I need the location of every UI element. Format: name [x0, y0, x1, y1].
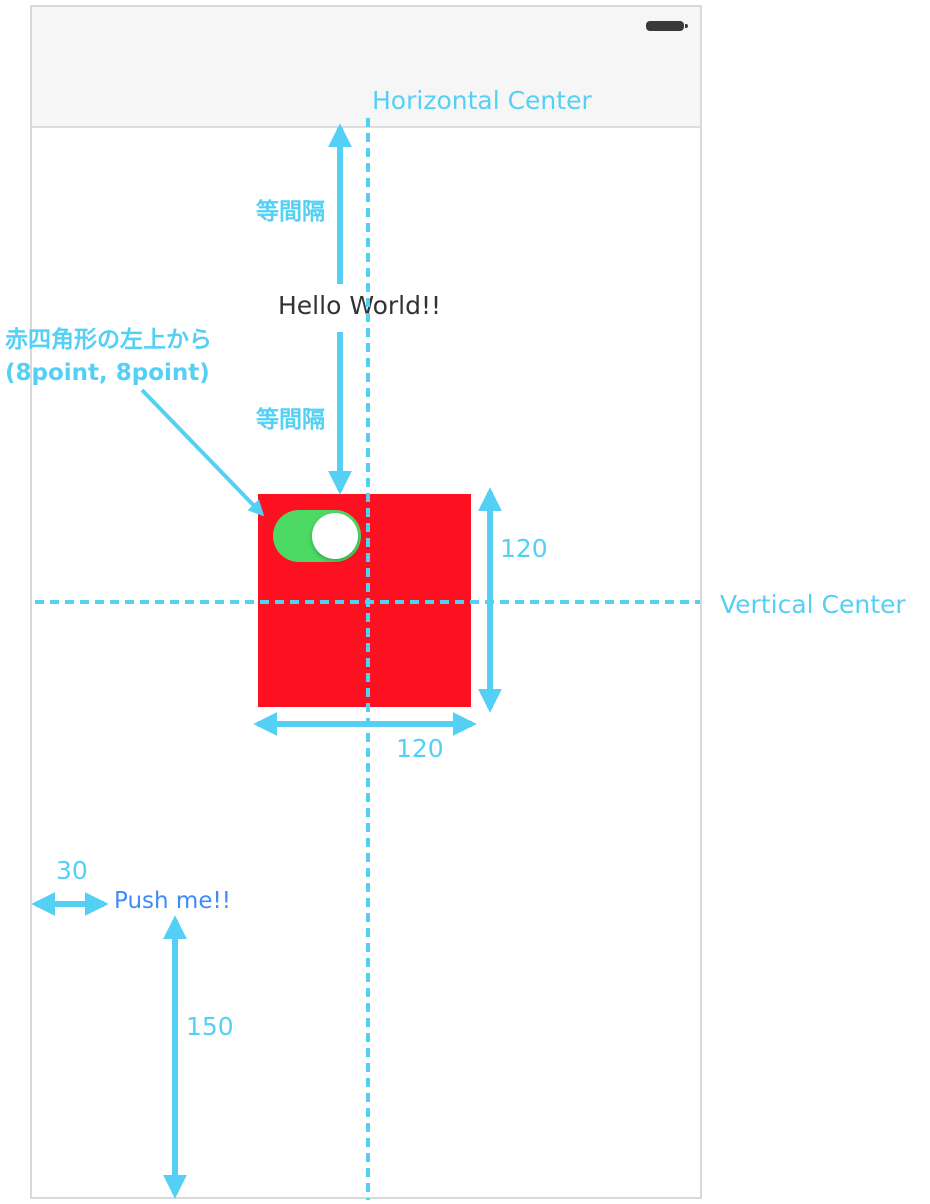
toggle-offset-label-line2: (8point, 8point) — [5, 360, 210, 386]
square-width-label: 120 — [396, 734, 444, 763]
hello-label: Hello World!! — [278, 291, 442, 320]
toggle-knob — [312, 513, 358, 559]
toggle-offset-label-line1: 赤四角形の左上から — [5, 327, 212, 353]
red-square-view — [258, 494, 471, 707]
vertical-center-label: Vertical Center — [720, 590, 906, 619]
push-me-button[interactable]: Push me!! — [114, 888, 231, 914]
equal-spacing-bottom-label: 等間隔 — [256, 407, 325, 433]
button-left-margin-label: 30 — [56, 856, 88, 885]
square-height-label: 120 — [500, 534, 548, 563]
navigation-bar — [32, 7, 700, 128]
equal-spacing-top-label: 等間隔 — [256, 199, 325, 225]
horizontal-center-label: Horizontal Center — [372, 86, 592, 115]
battery-icon — [646, 21, 688, 31]
toggle-switch[interactable] — [273, 510, 361, 562]
button-bottom-margin-label: 150 — [186, 1012, 234, 1041]
